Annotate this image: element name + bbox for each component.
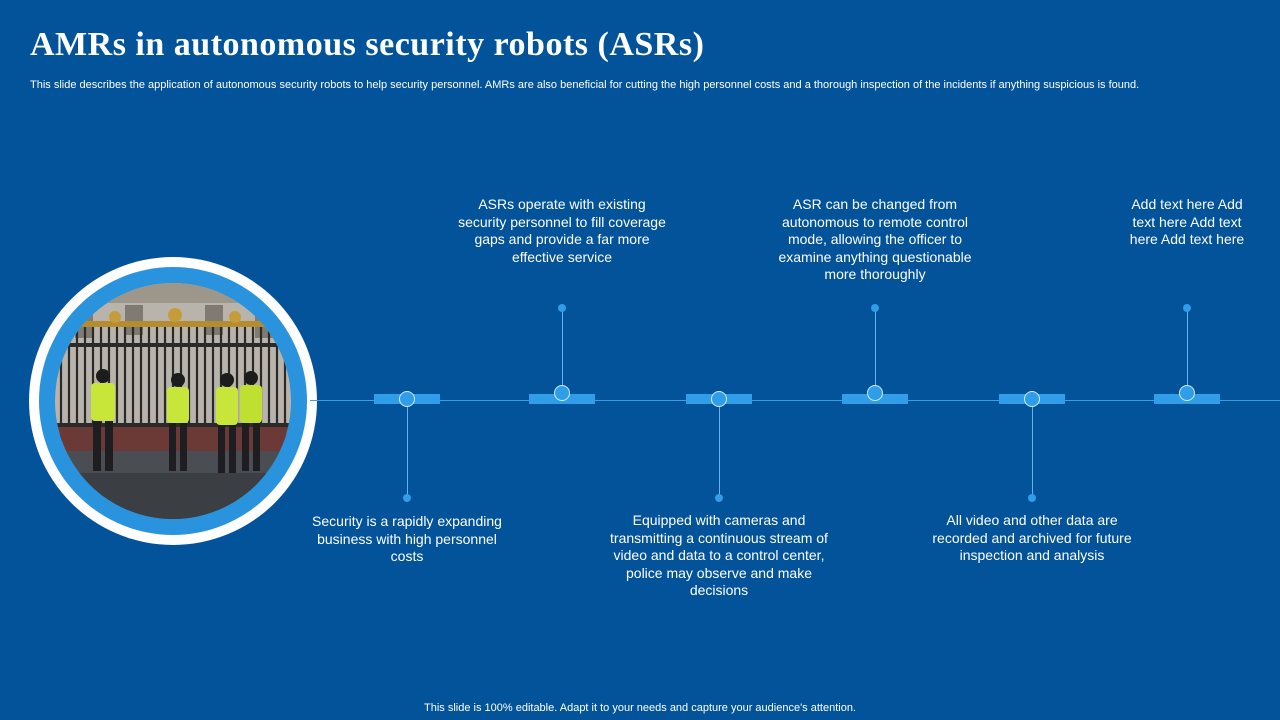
timeline-node-6 bbox=[1179, 385, 1195, 401]
timeline-dot-4 bbox=[871, 304, 879, 312]
security-guards-photo bbox=[55, 283, 291, 519]
timeline-text-6: Add text here Add text here Add text her… bbox=[1129, 196, 1245, 248]
timeline-node-4 bbox=[867, 385, 883, 401]
timeline-connector-4 bbox=[875, 309, 876, 395]
slide-title: AMRs in autonomous security robots (ASRs… bbox=[30, 26, 705, 63]
timeline-text-2: ASRs operate with existing security pers… bbox=[458, 196, 666, 265]
timeline-connector-5 bbox=[1032, 398, 1033, 498]
timeline-node-5 bbox=[1024, 391, 1040, 407]
timeline-connector-3 bbox=[719, 398, 720, 498]
timeline-dot-6 bbox=[1183, 304, 1191, 312]
timeline-node-3 bbox=[711, 391, 727, 407]
slide-footer: This slide is 100% editable. Adapt it to… bbox=[424, 702, 856, 714]
timeline-text-1: Security is a rapidly expanding business… bbox=[312, 513, 502, 565]
timeline-text-5: All video and other data are recorded an… bbox=[932, 512, 1132, 564]
timeline-text-4: ASR can be changed from autonomous to re… bbox=[778, 196, 972, 283]
timeline-connector-1 bbox=[407, 398, 408, 498]
timeline-dot-3 bbox=[715, 494, 723, 502]
timeline-dot-1 bbox=[403, 494, 411, 502]
timeline-dot-2 bbox=[558, 304, 566, 312]
timeline-node-1 bbox=[399, 391, 415, 407]
timeline-text-3: Equipped with cameras and transmitting a… bbox=[610, 512, 828, 599]
slide-subtitle: This slide describes the application of … bbox=[30, 79, 1140, 91]
timeline-dot-5 bbox=[1028, 494, 1036, 502]
timeline-connector-2 bbox=[562, 309, 563, 395]
timeline-axis bbox=[310, 400, 1280, 401]
timeline-connector-6 bbox=[1187, 309, 1188, 395]
timeline-node-2 bbox=[554, 385, 570, 401]
